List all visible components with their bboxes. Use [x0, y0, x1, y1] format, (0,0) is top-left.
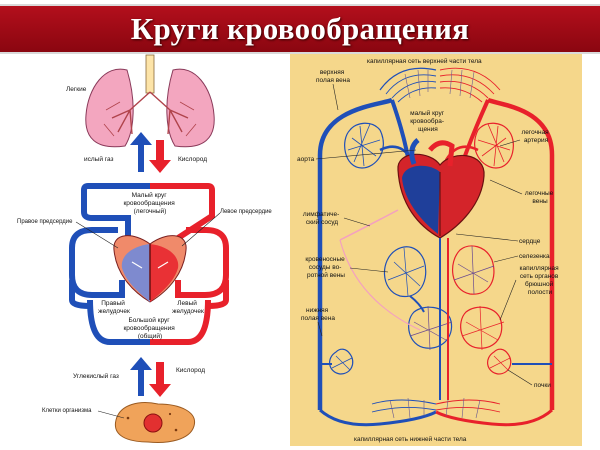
- abdominal-networks: [339, 209, 505, 400]
- kidney-networks: [320, 348, 552, 375]
- ivc-label: нижняя полая вена: [301, 307, 335, 322]
- lungs-illustration: [85, 54, 215, 148]
- abdominal-capillary-label: капиллярная сеть органов брюшной полости: [519, 265, 560, 296]
- co2-arrow-up-bottom: [130, 357, 152, 396]
- lymph-vessel: [339, 209, 399, 241]
- small-circle-right-label: малый круг кровообра- щения: [410, 109, 446, 133]
- pulmonary-veins-label: легочные вены: [525, 190, 555, 205]
- left-atrium-label: Левое предсердие: [220, 209, 272, 215]
- co2-bottom-label: Углекислый газ: [73, 372, 119, 380]
- oxygen-arrow-down-bottom: [149, 362, 171, 397]
- pulmonary-venous-loop: [81, 183, 150, 250]
- heart-label: сердце: [519, 238, 541, 245]
- co2-arrow-up: [130, 132, 152, 172]
- oxygen-bottom-label: Кислород: [176, 367, 205, 374]
- small-circle-label: Малый круг кровообращения (легочный): [123, 191, 176, 215]
- oxygen-arrow-down: [149, 140, 171, 173]
- left-ventricle-label: Левый желудочек: [172, 299, 204, 315]
- right-atrium-label: Правое предсердие: [17, 219, 73, 225]
- lungs-label: Легкие: [66, 86, 87, 93]
- systemic-venous-loop-left: [69, 227, 125, 298]
- right-anatomical-diagram: капиллярная сеть верхней части тела: [290, 54, 582, 446]
- pulmonary-arterial-loop: [150, 183, 215, 252]
- page-title: Круги кровообращения: [130, 11, 470, 46]
- upper-capillary-network: [379, 67, 501, 103]
- body-cell-illustration: [114, 402, 196, 443]
- aorta-label: аорта: [297, 156, 315, 163]
- aorta-trunk: [487, 97, 555, 410]
- right-ventricle-label: Правый желудочек: [98, 299, 130, 315]
- upper-capillary-label: капиллярная сеть верхней части тела: [367, 57, 482, 65]
- systemic-venous-bottom: [87, 299, 150, 345]
- heart-schematic: [113, 235, 187, 303]
- oxygen-top-label: Кислород: [178, 156, 207, 163]
- big-circle-label: Большой круг кровообращения (общий): [123, 316, 176, 340]
- left-schematic: Легкие ислый газ Кислород Малый круг кро…: [17, 54, 272, 443]
- co2-top-label: ислый газ: [84, 155, 114, 163]
- lower-capillary-label: капиллярная сеть нижней части тела: [354, 435, 467, 443]
- svc-label: верхняя полая вена: [316, 69, 350, 84]
- lower-capillary-network: [318, 397, 554, 427]
- heart-anatomical: [397, 138, 485, 239]
- lymph-label: лимфатиче- ский сосуд: [303, 211, 341, 226]
- vena-cava-trunk: [317, 97, 393, 410]
- systemic-arterial-loop-right: [175, 227, 229, 298]
- cells-label: Клетки организма: [42, 408, 92, 414]
- spleen-label: селезенка: [519, 253, 550, 260]
- pulmonary-artery-label: легочная артерия: [521, 129, 550, 144]
- kidneys-label: почки: [534, 382, 551, 389]
- portal-vein-label: кровеносные сосуды во- ротной вены: [305, 256, 346, 279]
- systemic-arterial-bottom: [150, 299, 211, 345]
- title-banner: Круги кровообращения: [0, 4, 600, 54]
